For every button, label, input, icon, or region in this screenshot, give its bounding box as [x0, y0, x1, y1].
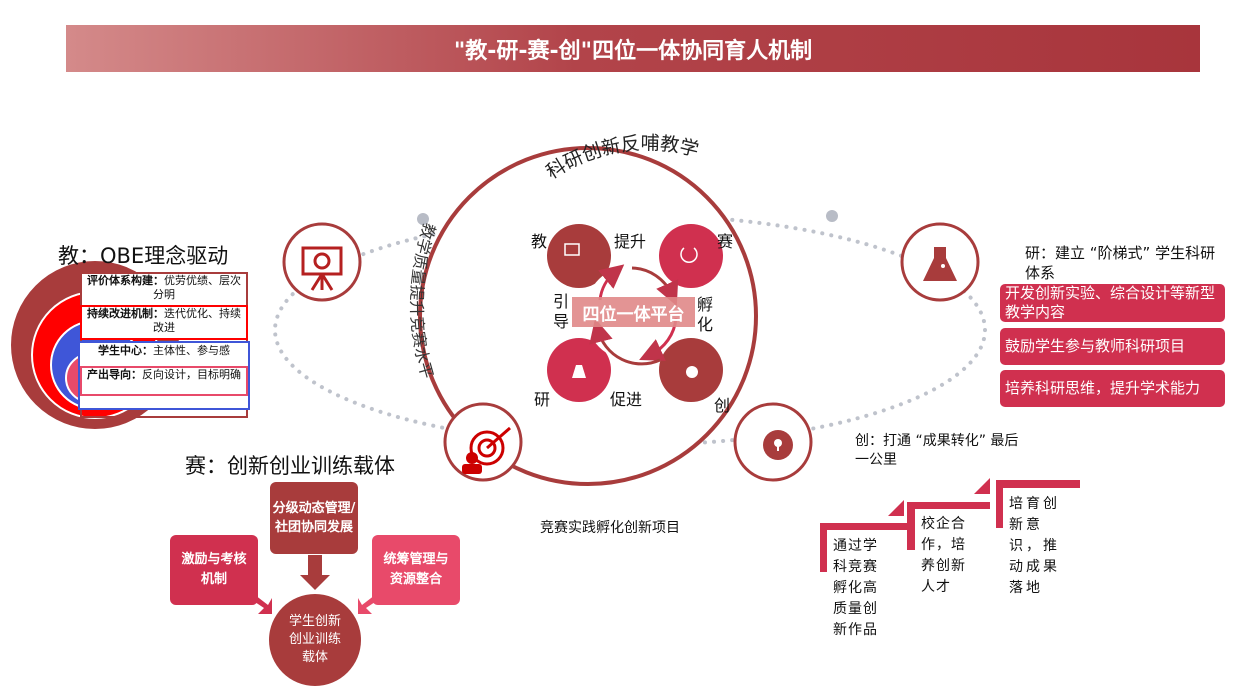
research-item-3: 培养科研思维，提升学术能力: [1000, 370, 1225, 407]
create-step-1: 通过学科竞赛孵化高质量创新作品: [833, 538, 878, 638]
teach-heading: 教：OBE理念驱动: [58, 244, 229, 268]
node-label-teach: 教: [531, 232, 548, 251]
research-item-1: 开发创新实验、综合设计等新型教学内容: [1000, 284, 1225, 322]
lobe-compete: [659, 224, 723, 288]
bottom-arc-label: 竞赛实践孵化创新项目: [540, 520, 680, 536]
step-1-bracket: [820, 523, 910, 572]
node-label-research: 研: [534, 390, 551, 409]
teach-item-3: 学生中心：主体性、参与感: [82, 344, 246, 362]
platform-title: 四位一体平台: [582, 305, 685, 325]
step-2-bracket: [907, 502, 990, 550]
link-label-incubate: 孵化: [697, 295, 714, 334]
lobe-teach: [547, 224, 611, 288]
dotted-orbit: [273, 213, 987, 447]
compete-center-circle: 学生创新创业训练载体: [269, 594, 361, 686]
link-label-promote: 提升: [614, 232, 647, 251]
teach-item-2: 持续改进机制：迭代优化、持续改进: [80, 305, 248, 340]
compete-heading: 赛：创新创业训练载体: [185, 454, 395, 478]
orbit-dot-left: [417, 213, 429, 225]
create-heading: 创：打通 “成果转化” 最后一公里: [855, 433, 1019, 468]
teach-node: [282, 222, 362, 302]
link-label-guide: 引导: [553, 292, 570, 331]
compete-left-card: 激励与考核机制: [170, 535, 258, 605]
title-banner: "教-研-赛-创"四位一体协同育人机制: [66, 25, 1200, 72]
link-label-facilitate: 促进: [610, 390, 643, 409]
step-3-bracket: [996, 480, 1080, 528]
compete-node: [443, 402, 523, 482]
research-heading: 研：建立 “阶梯式” 学生科研体系: [1025, 244, 1216, 282]
compete-right-card: 统筹管理与资源整合: [372, 535, 460, 605]
create-step-2: 校企合作，培养创新人才: [921, 516, 966, 595]
compete-top-card: 分级动态管理/社团协同发展: [270, 482, 358, 554]
node-label-compete: 赛: [717, 232, 734, 251]
teach-item-4: 产出导向：反向设计，目标明确: [80, 366, 248, 396]
arrow-down: [300, 555, 330, 590]
platform-band: [572, 297, 695, 327]
orbit-dot-right: [826, 210, 838, 222]
node-label-create: 创: [714, 396, 731, 415]
teach-item-1: 评价体系构建：优劳优绩、层次分明: [82, 274, 246, 305]
create-node: [733, 402, 813, 482]
create-step-3: 培育创新意识，推动成果落地: [1009, 496, 1060, 596]
research-item-2: 鼓励学生参与教师科研项目: [1000, 328, 1225, 365]
research-node: [900, 222, 980, 302]
